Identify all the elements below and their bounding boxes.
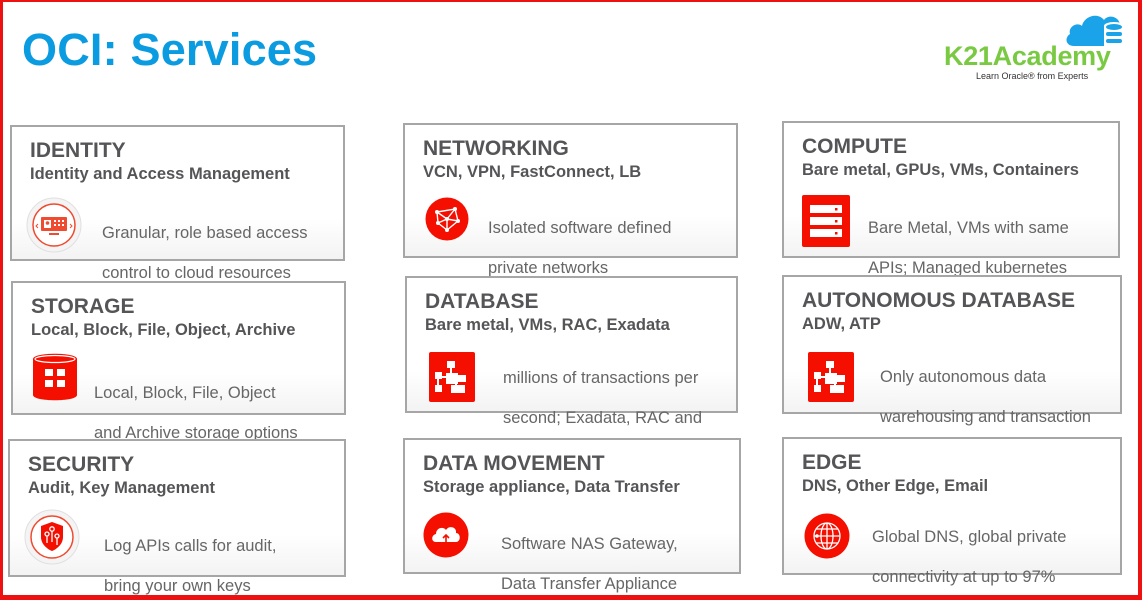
card-security: SECURITY Audit, Key Management Log APIs … <box>8 439 346 595</box>
card-data-movement: DATA MOVEMENT Storage appliance, Data Tr… <box>403 438 741 593</box>
identity-badge-icon <box>26 197 82 253</box>
card-subtitle: Identity and Access Management <box>30 165 290 183</box>
page-title: OCI: Services <box>22 24 318 75</box>
card-title: STORAGE <box>31 295 135 318</box>
card-title: DATA MOVEMENT <box>423 452 605 475</box>
card-autonomous-database: AUTONOMOUS DATABASE ADW, ATP Only autono… <box>782 275 1122 466</box>
logo-tagline: Learn Oracle® from Experts <box>976 71 1089 81</box>
card-subtitle: Audit, Key Management <box>28 479 216 497</box>
card-description: Isolated software defined private networ… <box>488 219 672 277</box>
card-title: AUTONOMOUS DATABASE <box>802 289 1075 312</box>
card-subtitle: DNS, Other Edge, Email <box>802 477 989 495</box>
card-subtitle: Local, Block, File, Object, Archive <box>31 321 296 339</box>
card-subtitle: VCN, VPN, FastConnect, LB <box>423 163 642 181</box>
card-subtitle: Bare metal, GPUs, VMs, Containers <box>802 161 1079 179</box>
card-subtitle: Bare metal, VMs, RAC, Exadata <box>425 316 670 334</box>
card-title: DATABASE <box>425 290 539 313</box>
card-description: Local, Block, File, Object and Archive s… <box>94 384 298 442</box>
k21academy-logo: K21Academy Learn Oracle® from Experts <box>940 8 1130 88</box>
card-title: NETWORKING <box>423 137 569 160</box>
network-mesh-icon <box>425 197 469 241</box>
cloud-database-icon <box>1066 15 1124 50</box>
globe-icon <box>804 513 850 559</box>
card-title: SECURITY <box>28 453 135 476</box>
database-hierarchy-icon <box>429 352 475 402</box>
card-subtitle: Storage appliance, Data Transfer <box>423 478 680 496</box>
logo-brand-text: K21Academy <box>944 41 1111 71</box>
card-database: DATABASE Bare metal, VMs, RAC, Exadata m… <box>405 276 738 467</box>
card-identity: IDENTITY Identity and Access Management … <box>10 125 345 282</box>
card-description: Granular, role based access control to c… <box>102 224 308 282</box>
card-description: Software NAS Gateway, Data Transfer Appl… <box>501 535 678 593</box>
cloud-upload-icon <box>423 512 469 558</box>
card-subtitle: ADW, ATP <box>802 315 881 333</box>
server-rack-icon <box>802 195 850 247</box>
card-title: COMPUTE <box>802 135 907 158</box>
card-storage: STORAGE Local, Block, File, Object, Arch… <box>11 281 346 442</box>
card-title: IDENTITY <box>30 139 126 162</box>
card-description: Global DNS, global private connectivity … <box>872 528 1067 586</box>
storage-cylinder-icon <box>33 353 77 401</box>
card-networking: NETWORKING VCN, VPN, FastConnect, LB Iso… <box>403 123 738 277</box>
shield-keys-icon <box>24 509 80 565</box>
card-title: EDGE <box>802 451 862 474</box>
card-edge: EDGE DNS, Other Edge, Email Global DNS, … <box>782 437 1122 586</box>
card-description: Bare Metal, VMs with same APIs; Managed … <box>868 219 1069 277</box>
autonomous-db-hierarchy-icon <box>808 352 854 402</box>
card-compute: COMPUTE Bare metal, GPUs, VMs, Container… <box>782 121 1120 277</box>
card-description: Log APIs calls for audit, bring your own… <box>104 537 277 595</box>
